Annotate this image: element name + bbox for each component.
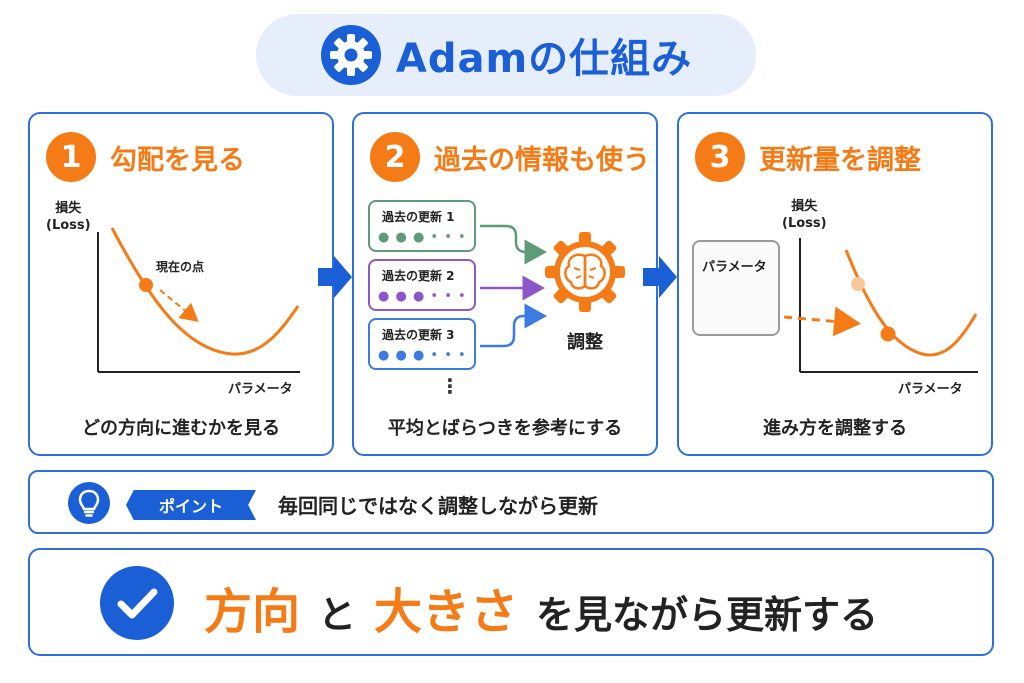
history-label-2: 過去の更新 2 [382, 269, 455, 283]
summary-rest: を見ながら更新する [536, 593, 879, 637]
point-text: 毎回同じではなく調整しながら更新 [278, 494, 598, 518]
step-number-1: 1 [46, 132, 96, 182]
title-pill: Adamの仕組み [256, 14, 756, 96]
history-box-3: 過去の更新 3 ● ● ● • • • [368, 318, 476, 370]
summary-text: 方向 と 大きさ を見ながら更新する [204, 572, 878, 642]
step-title-2: 過去の情報も使う [434, 144, 650, 176]
history-label-1: 過去の更新 1 [382, 210, 455, 224]
step-header-1: 1 勾配を見る [46, 132, 245, 182]
step-header-3: 3 更新量を調整 [695, 132, 921, 182]
param-box: パラメータ [692, 240, 780, 336]
graph3-x-label: パラメータ [898, 382, 963, 397]
summary-direction: 方向 [204, 584, 301, 640]
history-box-2: 過去の更新 2 ● ● ● • • • [368, 259, 476, 311]
summary-and: と [318, 593, 357, 637]
step-title-3: 更新量を調整 [759, 144, 921, 176]
history-dots-3: ● ● ● • • • [378, 348, 467, 363]
step-title-1: 勾配を見る [110, 144, 245, 176]
page-title: Adamの仕組み [395, 36, 693, 82]
flow-arrow-right-icon [643, 256, 677, 298]
gear-icon [320, 25, 381, 85]
history-dots-1: ● ● ● • • • [378, 230, 467, 245]
history-label-3: 過去の更新 3 [382, 328, 455, 342]
step-caption-1: どの方向に進むかを見る [82, 418, 280, 439]
summary-magnitude: 大きさ [374, 584, 519, 640]
adjust-label: 調整 [567, 332, 603, 353]
point-badge: ポイント [126, 490, 256, 520]
lightbulb-icon [68, 482, 110, 524]
step-panel-1: 1 勾配を見る どの方向に進むかを見る [28, 112, 334, 456]
history-dots-2: ● ● ● • • • [378, 289, 467, 304]
graph1-y-label: 損失 (Loss) [46, 201, 91, 233]
flow-arrow-right-icon [318, 256, 352, 298]
step-caption-3: 進み方を調整する [763, 418, 907, 439]
graph3-y-label: 損失 (Loss) [782, 199, 827, 231]
history-box-1: 過去の更新 1 ● ● ● • • • [368, 200, 476, 252]
current-point-label: 現在の点 [156, 260, 205, 274]
check-icon [100, 566, 174, 640]
step-number-2: 2 [370, 132, 420, 182]
param-box-label: パラメータ [702, 260, 767, 275]
step-number-3: 3 [695, 132, 745, 182]
step-caption-2: 平均とばらつきを参考にする [387, 418, 623, 439]
graph1-x-label: パラメータ [228, 382, 293, 397]
step-header-2: 2 過去の情報も使う [370, 132, 650, 182]
point-bar: ポイント 毎回同じではなく調整しながら更新 [28, 470, 994, 534]
history-ellipsis: ⋮ [440, 374, 460, 398]
summary-bar: 方向 と 大きさ を見ながら更新する [28, 548, 994, 656]
